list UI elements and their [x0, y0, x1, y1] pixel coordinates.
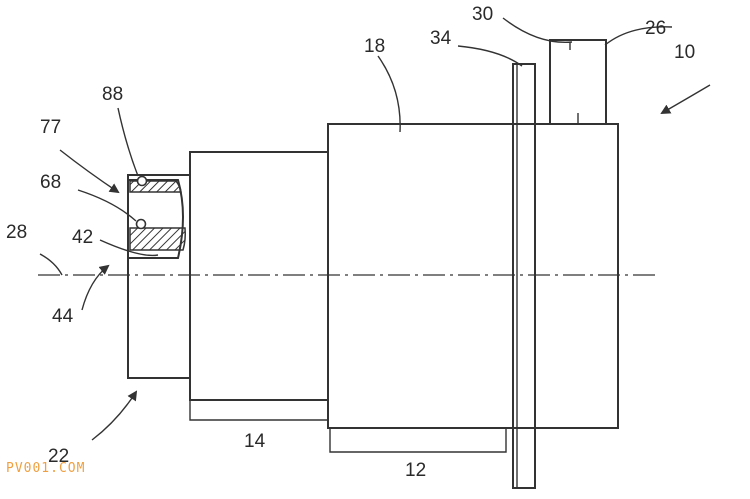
label-28: 28: [6, 222, 27, 243]
label-10: 10: [674, 42, 695, 63]
label-30: 30: [472, 4, 493, 25]
gear-section: [189, 151, 329, 401]
label-26: 26: [645, 18, 666, 39]
label-44: 44: [52, 306, 74, 327]
label-22: 22: [48, 446, 69, 467]
leader-18: [377, 55, 401, 133]
main-housing: [327, 123, 619, 429]
leader-28: [39, 253, 63, 276]
front-end-section: [127, 174, 191, 379]
label-18: 18: [364, 36, 385, 57]
leader-26: [604, 26, 673, 46]
leader-68: [77, 189, 137, 222]
leader-88: [117, 107, 139, 177]
watermark: PV001.COM: [6, 461, 85, 476]
arrow-22: [91, 390, 138, 441]
lower-bearing-hatch: [129, 227, 186, 251]
label-88: 88: [102, 84, 123, 105]
leader-34: [457, 45, 523, 67]
bracket-12: [329, 428, 507, 453]
label-68: 68: [40, 172, 61, 193]
leader-42: [99, 239, 159, 257]
arrow-77: [59, 149, 120, 194]
arrow-10: [660, 84, 711, 114]
bracket-14: [189, 400, 329, 421]
output-shaft: [549, 39, 607, 125]
flange-plate: [512, 63, 536, 489]
leader-30: [502, 17, 573, 43]
ball-element-68: [135, 218, 147, 230]
arrow-44: [81, 264, 110, 311]
label-12: 12: [405, 460, 426, 481]
label-34: 34: [430, 28, 452, 49]
label-14: 14: [244, 431, 266, 452]
label-42: 42: [72, 227, 93, 248]
label-77: 77: [40, 117, 61, 138]
ball-element-88: [136, 175, 148, 187]
bearing-ring: [128, 179, 184, 259]
